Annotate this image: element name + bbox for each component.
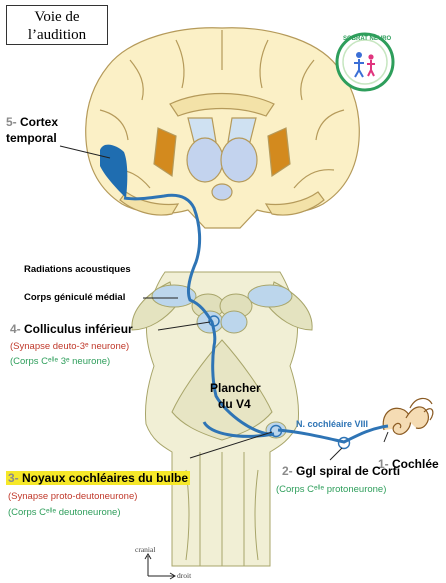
title-line2: l’audition xyxy=(27,27,87,43)
noyaux-synapse-marker xyxy=(269,424,283,438)
ggl-label: 2- Ggl spiral de Corti xyxy=(282,464,400,478)
temporal-cortex-region xyxy=(100,144,128,198)
orientation-arrows xyxy=(144,553,176,580)
colliculus-name: Colliculus inférieur xyxy=(24,322,133,336)
cochlee-label: 1- Cochlée xyxy=(378,457,439,471)
synapse-markers xyxy=(208,315,351,450)
ggl-number: 2- xyxy=(282,464,293,478)
diagram-title: Voie de l’audition xyxy=(6,5,108,45)
cortex-line2: temporal xyxy=(6,131,57,145)
axis-droit-label: droit xyxy=(177,571,192,580)
plancher-line1: Plancher xyxy=(210,381,261,395)
brain-coronal-section xyxy=(85,27,360,229)
cortex-line1: Cortex xyxy=(20,115,59,129)
nerf-cochleaire-label: N. cochléaire VIII xyxy=(296,419,369,429)
ggl-name: Ggl spiral de Corti xyxy=(296,464,401,478)
radiations-label: Radiations acoustiques xyxy=(24,264,131,275)
colliculus-synapse-marker xyxy=(208,315,220,327)
ggl-corps-text: (Corps Cᵉˡˡᵉ protoneurone) xyxy=(276,484,387,495)
noyaux-highlight: 3- Noyaux cochléaires du bulbe xyxy=(6,471,191,485)
logo-text: SOBRAT NEURO xyxy=(343,36,392,42)
corps-genicule-label: Corps géniculé médial xyxy=(24,292,126,303)
brainstem xyxy=(131,271,313,567)
colliculus-synapse-text: (Synapse deuto-3ᵉ neurone) xyxy=(10,341,130,352)
plancher-line2: du V4 xyxy=(218,397,251,411)
cochlea-drawing xyxy=(382,397,434,435)
noyaux-corps-text: (Corps Cᵉˡˡᵉ deutoneurone) xyxy=(8,507,121,518)
sobrat-neuro-logo xyxy=(335,32,395,92)
cochlee-number: 1- xyxy=(378,457,389,471)
leader-lines xyxy=(59,145,389,461)
family-logo-icon xyxy=(354,52,375,78)
colliculus-corps-text: (Corps Cᵉˡˡᵉ 3ᵉ neurone) xyxy=(10,356,111,367)
cortex-label: 5- Cortex xyxy=(6,115,58,129)
noyaux-label: 3- Noyaux cochléaires du bulbe xyxy=(6,471,191,485)
colliculus-number: 4- xyxy=(10,322,21,336)
cochlee-name: Cochlée xyxy=(392,457,439,471)
auditory-pathway xyxy=(123,193,389,444)
cortex-number: 5- xyxy=(6,115,17,129)
noyaux-name: Noyaux cochléaires du bulbe xyxy=(22,471,189,485)
ggl-spiral-marker xyxy=(337,436,351,450)
noyaux-synapse-text: (Synapse proto-deutoneurone) xyxy=(8,491,138,502)
axis-cranial-label: cranial xyxy=(135,545,156,554)
title-line1: Voie de xyxy=(34,9,80,25)
noyaux-number: 3- xyxy=(8,471,19,485)
colliculus-label: 4- Colliculus inférieur xyxy=(10,322,133,336)
